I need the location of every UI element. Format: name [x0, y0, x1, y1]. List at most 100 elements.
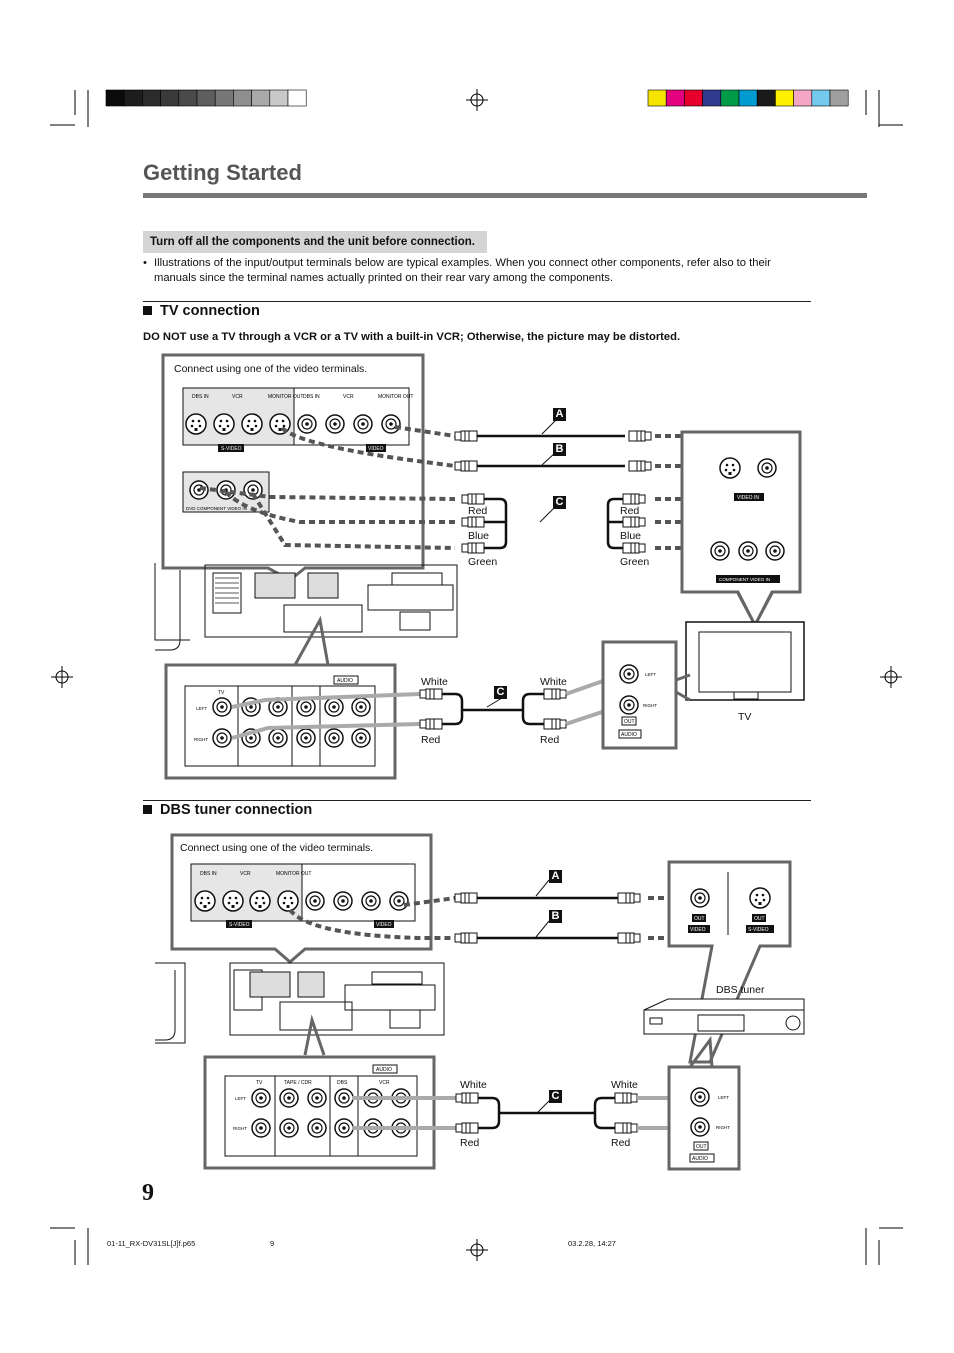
colorbar-swatch — [829, 89, 849, 107]
terminal-note-text: Illustrations of the input/output termin… — [154, 257, 771, 284]
graybar-swatch — [251, 89, 271, 107]
dbs-letter-a: A — [549, 870, 562, 883]
letter-a: A — [553, 408, 566, 421]
graybar-swatch — [287, 89, 307, 107]
dbs-tuner-label: DBS tuner — [716, 984, 765, 996]
dbs-audio-label: AUDIO — [376, 1067, 392, 1073]
term-dbs-in-2: DBS IN — [303, 394, 320, 400]
cable-b — [454, 460, 652, 472]
dbs-term-tv: TV — [256, 1080, 263, 1086]
terminal-note: • Illustrations of the input/output term… — [143, 256, 811, 286]
wire-red-audio-right: Red — [540, 734, 560, 746]
color-calibration-bar — [647, 89, 849, 107]
tuner-term-left: LEFT — [718, 1095, 729, 1100]
page-title: Getting Started — [143, 160, 302, 185]
tv-video-in-label: VIDEO IN — [737, 495, 759, 501]
colorbar-swatch — [811, 89, 831, 107]
dbs-letter-b: B — [549, 910, 562, 923]
colorbar-swatch — [647, 89, 667, 107]
dbs-term-dbs: DBS — [337, 1080, 348, 1086]
dbs-term-left: LEFT — [235, 1096, 246, 1101]
dbs-video-label: VIDEO — [376, 922, 392, 928]
term-left: LEFT — [196, 706, 207, 711]
tv-set-icon — [685, 621, 805, 701]
term-dbs-in: DBS IN — [192, 394, 209, 400]
tv-section-rule — [143, 301, 811, 302]
term-monitor-out-2: MONITOR OUT — [378, 394, 413, 400]
page-number: 9 — [142, 1180, 154, 1206]
term-right: RIGHT — [194, 737, 208, 742]
term-monitor-out: MONITOR OUT — [268, 394, 303, 400]
colorbar-swatch — [665, 89, 685, 107]
graybar-swatch — [160, 89, 180, 107]
registration-mark-right — [880, 666, 902, 688]
tv-connection-diagram: DBS IN VCR MONITOR OUT DBS IN VCR MONITO… — [154, 353, 805, 780]
cable-a — [454, 430, 652, 442]
tv-callout-text: Connect using one of the video terminals… — [174, 363, 368, 375]
dbs-receiver-rear-panel — [155, 962, 445, 1044]
colorbar-swatch — [793, 89, 813, 107]
wire-red-right: Red — [620, 505, 640, 517]
tv-section-heading: TV connection — [143, 303, 260, 319]
dbs-wire-white-right: White — [611, 1079, 638, 1091]
registration-mark-bottom — [466, 1239, 488, 1261]
dbs-connection-diagram: DBS IN VCR MONITOR OUT S-VIDEO VIDEO OUT… — [155, 833, 805, 1171]
term-vcr-2: VCR — [343, 394, 354, 400]
tuner-term-right: RIGHT — [716, 1125, 730, 1130]
graybar-swatch — [142, 89, 161, 107]
tuner-out-2: OUT — [754, 916, 765, 922]
wire-green-left: Green — [468, 556, 498, 568]
term-tv: TV — [218, 690, 225, 696]
title-rule — [143, 193, 867, 198]
graybar-swatch — [123, 89, 143, 107]
square-bullet-icon — [143, 805, 152, 814]
term-vcr: VCR — [232, 394, 243, 400]
registration-mark-left — [51, 666, 73, 688]
video-label: VIDEO — [368, 446, 384, 452]
tv-audio-label: AUDIO — [621, 732, 637, 738]
wire-white-right: White — [540, 676, 567, 688]
tv-warning: DO NOT use a TV through a VCR or a TV wi… — [143, 331, 681, 343]
graybar-swatch — [196, 89, 216, 107]
wire-blue-right: Blue — [620, 530, 642, 542]
tuner-video-label: VIDEO — [690, 927, 706, 933]
receiver-rear-panel — [154, 563, 458, 651]
dbs-term-right: RIGHT — [233, 1126, 247, 1131]
letter-c: C — [553, 496, 566, 509]
colorbar-swatch — [684, 89, 703, 107]
footer-date: 03.2.28, 14:27 — [568, 1239, 616, 1248]
svideo-label: S-VIDEO — [221, 446, 242, 452]
footer-page: 9 — [270, 1239, 275, 1248]
tv-section-heading-text: TV connection — [160, 303, 260, 319]
dbs-tuner-icon — [643, 998, 805, 1035]
dbs-wire-red-left: Red — [460, 1137, 480, 1149]
dbs-callout-text: Connect using one of the video terminals… — [180, 842, 374, 854]
dbs-section-rule — [143, 800, 811, 801]
dbs-wire-red-right: Red — [611, 1137, 631, 1149]
wire-green-right: Green — [620, 556, 650, 568]
tuner-audio-out: OUT — [696, 1144, 707, 1150]
wire-red-left: Red — [468, 505, 488, 517]
dbs-section-heading: DBS tuner connection — [143, 802, 312, 818]
gray-calibration-bar — [105, 89, 307, 107]
dbs-section-heading-text: DBS tuner connection — [160, 802, 313, 818]
dbs-term-monitor: MONITOR OUT — [276, 871, 311, 877]
power-off-notice: Turn off all the components and the unit… — [143, 231, 487, 253]
graybar-swatch — [233, 89, 252, 107]
colorbar-swatch — [738, 89, 758, 107]
wire-blue-left: Blue — [468, 530, 490, 542]
graybar-swatch — [178, 89, 198, 107]
bullet-dot: • — [143, 257, 147, 269]
colorbar-swatch — [702, 89, 722, 107]
dbs-term-tape: TAPE / CDR — [284, 1080, 312, 1086]
cable-c-component — [461, 493, 646, 554]
tv-component-in-label: COMPONENT VIDEO IN — [719, 577, 770, 582]
dbs-wire-white-left: White — [460, 1079, 487, 1091]
audio-label: AUDIO — [337, 678, 353, 684]
dbs-svideo-label: S-VIDEO — [229, 922, 250, 928]
tuner-audio-label: AUDIO — [692, 1156, 708, 1162]
tv-out-label: OUT — [624, 719, 635, 725]
tuner-svideo-label: S-VIDEO — [748, 927, 769, 933]
wire-red-audio-left: Red — [421, 734, 441, 746]
